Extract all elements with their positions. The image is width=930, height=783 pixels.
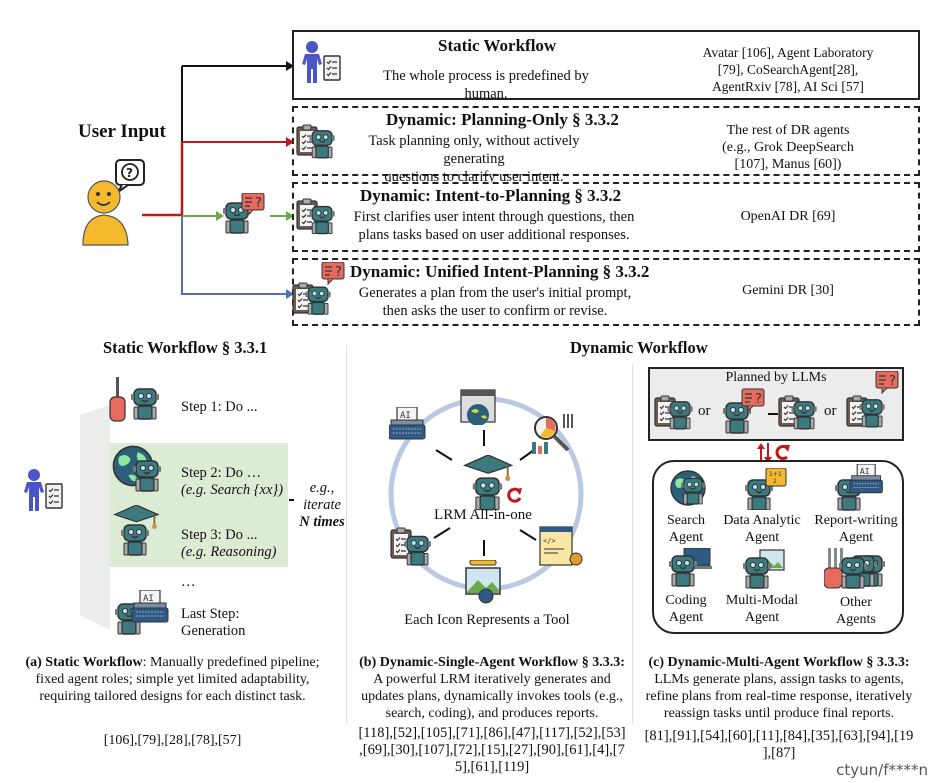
connector xyxy=(768,413,778,415)
image-generation-tool-icon xyxy=(465,560,501,604)
static-refs: [106],[79],[28],[78],[57] xyxy=(103,733,242,748)
row-description: The whole process is predefined by human… xyxy=(383,68,589,102)
row-refs: Gemini DR [30] xyxy=(742,283,834,298)
reasoning-robot-icon xyxy=(113,505,159,556)
divider xyxy=(346,345,347,723)
generation-robot-icon xyxy=(114,590,169,635)
svg-text:1+1: 1+1 xyxy=(769,471,782,478)
iterate-note: e.g., iterate N times xyxy=(299,480,345,530)
lrm-label: LRM All-in-one xyxy=(434,507,532,523)
search-agent-icon xyxy=(670,470,706,506)
iteration-connector xyxy=(289,499,294,501)
svg-text:?: ? xyxy=(126,166,133,180)
watermark: ctyun/f****n xyxy=(836,761,928,779)
planner-robot-icon xyxy=(654,395,694,430)
planner-robot-question-icon xyxy=(846,371,899,428)
row-title: Static Workflow xyxy=(438,36,557,55)
user-icon: ? xyxy=(82,159,145,246)
flow-arrows xyxy=(142,61,294,299)
single-agent-caption: (b) Dynamic-Single-Agent Workflow § 3.3.… xyxy=(359,655,625,721)
svg-text:2: 2 xyxy=(773,478,777,485)
user-input-label: User Input xyxy=(78,121,166,142)
tool-footer-label: Each Icon Represents a Tool xyxy=(404,612,570,628)
planner-robot-question-icon xyxy=(292,262,345,315)
clarify-robot-icon xyxy=(722,388,765,434)
person-planner-icon xyxy=(301,40,341,84)
step-3-label: Step 3: Do ... (e.g. Reasoning) xyxy=(181,527,277,560)
or-label: or xyxy=(824,403,837,419)
person-planner-icon xyxy=(23,468,63,512)
row-description: Task planning only, without actively gen… xyxy=(368,133,580,185)
coding-agent-icon xyxy=(668,548,712,587)
step-2-label: Step 2: Do … (e.g. Search {xx}) xyxy=(181,465,284,498)
code-editor-tool-icon: </> xyxy=(539,526,583,566)
other-agents-icon xyxy=(824,548,886,589)
planner-robot-icon xyxy=(296,198,336,235)
planner-agent-tool-icon xyxy=(390,527,432,566)
divider xyxy=(632,365,633,723)
data-analytic-agent-icon: 1+1 2 xyxy=(744,468,787,510)
web-browser-tool-icon xyxy=(460,389,496,425)
planned-label: Planned by LLMs xyxy=(725,370,827,385)
clarify-robot-icon xyxy=(222,193,265,234)
ellipsis-step: … xyxy=(181,574,196,590)
row-description: First clarifies user intent through ques… xyxy=(353,209,635,243)
row-refs: OpenAI DR [69] xyxy=(740,209,836,224)
last-step-label: Last Step: Generation xyxy=(181,606,246,639)
single-agent-refs: [118],[52],[105],[71],[86],[47],[117],[5… xyxy=(358,725,626,775)
static-workflow-row: Static Workflow The whole process is pre… xyxy=(292,30,920,102)
data-analysis-tool-icon xyxy=(532,414,573,454)
planner-robot-icon xyxy=(296,124,336,159)
report-writing-agent-icon xyxy=(834,464,883,511)
multi-agent-caption: (c) Dynamic-Multi-Agent Workflow § 3.3.3… xyxy=(645,655,913,721)
planner-robot-icon xyxy=(778,395,818,430)
row-refs: The rest of DR agents (e.g., Grok DeepSe… xyxy=(722,123,854,172)
planned-by-llms-box: Planned by LLMs or or xyxy=(648,367,904,441)
search-robot-icon xyxy=(112,445,162,492)
wedge-shape xyxy=(80,405,110,630)
svg-text:</>: </> xyxy=(543,537,556,545)
step-1-label: Step 1: Do ... xyxy=(181,399,258,415)
tool-robot-icon xyxy=(109,377,160,422)
row-title: Dynamic: Planning-Only § 3.3.2 xyxy=(386,110,619,129)
or-label: or xyxy=(698,403,711,419)
dynamic-workflow-title: Dynamic Workflow xyxy=(570,338,708,357)
multi-agent-refs: [81],[91],[54],[60],[11],[84],[35],[63],… xyxy=(644,728,914,761)
intent-to-planning-row: Dynamic: Intent-to-Planning § 3.3.2 Firs… xyxy=(292,182,920,252)
unified-intent-planning-row: Dynamic: Unified Intent-Planning § 3.3.2… xyxy=(292,258,920,326)
static-workflow-title: Static Workflow § 3.3.1 xyxy=(103,338,268,357)
cycle-icon xyxy=(507,487,522,503)
multi-modal-agent-icon xyxy=(742,549,785,589)
planning-only-row: Dynamic: Planning-Only § 3.3.2 Task plan… xyxy=(292,106,920,185)
static-caption: (a) Static Workflow: Manually predefined… xyxy=(25,655,320,704)
row-refs: Avatar [106], Agent Laboratory [79], CoS… xyxy=(702,45,874,94)
row-title: Dynamic: Unified Intent-Planning § 3.3.2 xyxy=(350,262,650,281)
lrm-robot-icon xyxy=(463,455,513,511)
row-title: Dynamic: Intent-to-Planning § 3.3.2 xyxy=(360,186,622,205)
row-description: Generates a plan from the user's initial… xyxy=(358,285,632,319)
ai-writer-tool-icon xyxy=(389,407,426,440)
